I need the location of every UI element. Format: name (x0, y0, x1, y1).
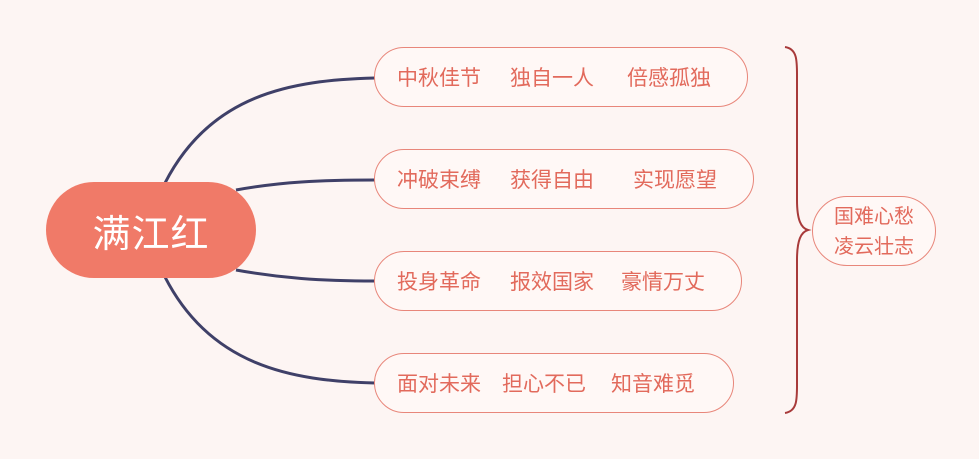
branch-3-phrase-1: 投身革命 (397, 270, 481, 294)
branch-3-phrase-2: 报效国家 (510, 270, 594, 294)
branch-1-phrase-2: 独自一人 (510, 66, 594, 90)
branch-4-phrase-2: 担心不已 (502, 372, 586, 396)
branch-1-phrase-3: 倍感孤独 (627, 66, 711, 90)
summary-node[interactable]: 国难心愁 凌云壮志 (812, 196, 936, 266)
branch-node-4[interactable]: 面对未来 担心不已 知音难觅 (374, 353, 734, 413)
summary-line-1: 国难心愁 (834, 204, 914, 228)
branch-node-1[interactable]: 中秋佳节 独自一人 倍感孤独 (374, 47, 748, 107)
branch-4-phrase-1: 面对未来 (397, 372, 481, 396)
summary-brace (784, 46, 812, 414)
connector-branch-2 (235, 178, 376, 192)
connector-branch-4 (163, 276, 376, 385)
root-label: 满江红 (92, 211, 210, 256)
summary-line-2: 凌云壮志 (834, 234, 914, 258)
root-node[interactable]: 满江红 (46, 182, 256, 278)
branch-4-phrase-3: 知音难觅 (611, 372, 695, 396)
branch-node-2[interactable]: 冲破束缚 获得自由 实现愿望 (374, 149, 754, 209)
branch-2-phrase-1: 冲破束缚 (397, 168, 481, 192)
branch-node-3[interactable]: 投身革命 报效国家 豪情万丈 (374, 251, 742, 311)
branch-2-phrase-3: 实现愿望 (633, 168, 717, 192)
connector-branch-3 (235, 268, 376, 283)
branch-2-phrase-2: 获得自由 (510, 168, 594, 192)
branch-3-phrase-3: 豪情万丈 (621, 270, 705, 294)
connector-branch-1 (163, 76, 376, 184)
branch-1-phrase-1: 中秋佳节 (397, 66, 481, 90)
